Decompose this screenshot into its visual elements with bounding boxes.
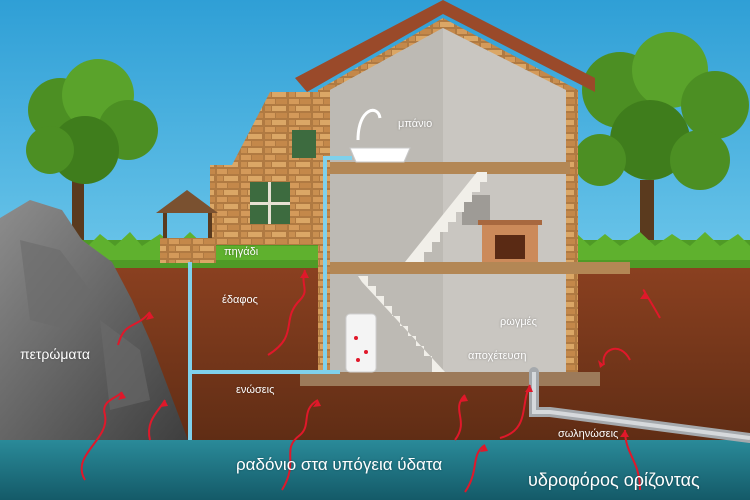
main-house [295,0,630,386]
groundwater [0,440,750,500]
label-aquifer: υδροφόρος ορίζοντας [528,470,700,490]
label-well: πηγάδι [224,246,259,258]
water-pipes [188,156,352,440]
label-rocks: πετρώματα [20,346,90,362]
label-drain: αποχέτευση [468,350,527,362]
well [156,190,218,263]
radon-arrowheads [118,270,648,452]
label-soil: έδαφος [222,294,258,306]
right-tree [574,32,749,265]
left-tree [26,59,158,260]
label-joints: ενώσεις [236,384,275,396]
back-house [210,92,320,245]
label-radon-groundwater: ραδόνιο στα υπόγεια ύδατα [236,455,443,474]
label-pipes: σωληνώσεις [558,428,619,440]
label-cracks: ρωγμές [500,316,537,328]
label-bath: μπάνιο [398,118,433,130]
